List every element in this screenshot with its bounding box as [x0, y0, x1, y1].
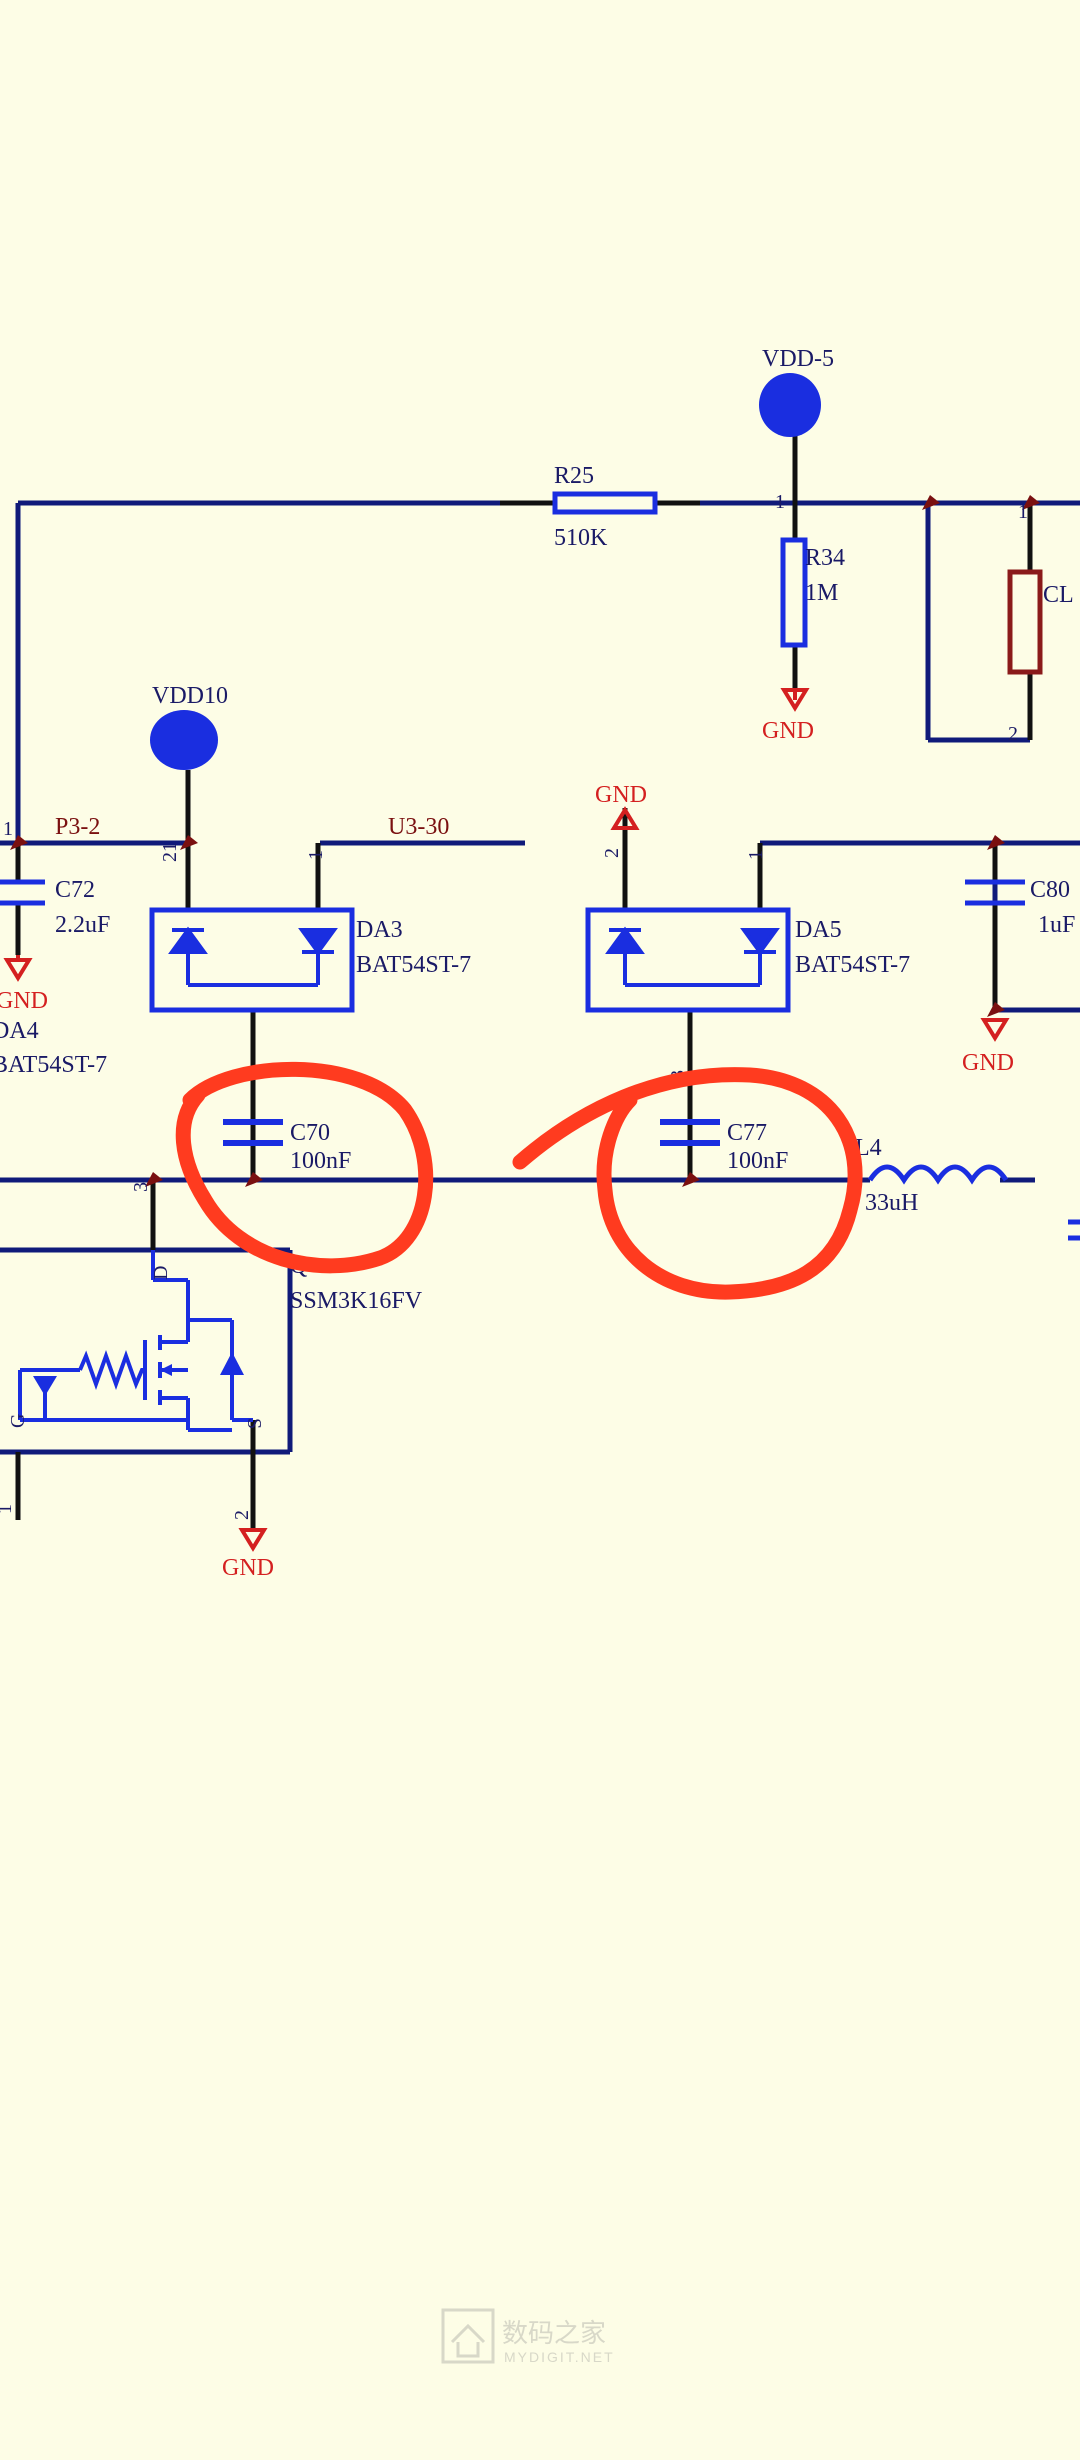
- resistor-r34: 1 R34 1M: [775, 491, 845, 648]
- annotations: [175, 1061, 863, 1300]
- r25-value: 510K: [554, 525, 608, 551]
- q-pin-g: G: [7, 1414, 29, 1428]
- component-cl: 1 2 CL: [1007, 501, 1074, 745]
- c77-ref: C77: [727, 1120, 767, 1146]
- diode-icon: [168, 926, 208, 954]
- gnd-c80: GND: [962, 1018, 1014, 1076]
- da3-pin21: 21: [159, 842, 181, 862]
- q-value: SSM3K16FV: [290, 1288, 423, 1314]
- gate-resistor-icon: [78, 1350, 145, 1390]
- da5-pin1: 1: [745, 850, 767, 860]
- capacitor-c70: C70 100nF: [223, 1119, 351, 1174]
- da4-value: BAT54ST-7: [0, 1052, 107, 1078]
- gnd-arrow-icon: [238, 1528, 268, 1552]
- gnd-label: GND: [762, 718, 814, 744]
- da5-ref: DA5: [795, 917, 842, 943]
- mosfet-q: 3 D G S 2 1 Q SSM3K16FV: [0, 1182, 423, 1520]
- da3-value: BAT54ST-7: [356, 952, 471, 978]
- gnd-label: GND: [222, 1555, 274, 1581]
- capacitor-c72: C72 2.2uF 1: [0, 818, 110, 938]
- annotation-circle-c70: [175, 1061, 434, 1274]
- gnd-label: GND: [595, 782, 647, 808]
- vdd10-circle: [150, 710, 218, 770]
- r25-ref: R25: [554, 463, 594, 489]
- diode-array-da3: 21 1 3 DA3 BAT54ST-7: [149, 842, 471, 1080]
- body-diode-icon: [220, 1352, 244, 1375]
- watermark: 数码之家 MYDIGIT.NET: [441, 2308, 615, 2365]
- gnd-c72: GND: [0, 955, 48, 1014]
- gnd-arrow-icon: [780, 688, 810, 712]
- c80-ref: C80: [1030, 877, 1070, 903]
- tvs-diode-icon: [33, 1376, 57, 1396]
- gnd-arrow-icon: [980, 1018, 1010, 1042]
- da3-pin1: 1: [305, 850, 327, 860]
- c72-pin: 1: [3, 818, 13, 840]
- q-pin-d: D: [150, 1266, 172, 1280]
- c70-ref: C70: [290, 1120, 330, 1146]
- channel-arrow-icon: [160, 1364, 172, 1376]
- watermark-text: 数码之家: [502, 2318, 606, 2348]
- annotation-circle-c77: [512, 1067, 863, 1300]
- cl-pin1: 1: [1018, 501, 1028, 523]
- q-pin1: 1: [0, 1504, 16, 1514]
- inductor-coil-icon: [867, 1164, 1009, 1185]
- c80-value: 1uF: [1038, 912, 1075, 938]
- gnd-q: GND: [222, 1528, 274, 1581]
- da5-pin2: 2: [601, 848, 623, 858]
- net-flags: [10, 495, 1040, 1187]
- net-label-u3-30: U3-30: [388, 814, 449, 840]
- da5-value: BAT54ST-7: [795, 952, 910, 978]
- gnd-r34: GND: [762, 688, 814, 744]
- q-pin2: 2: [231, 1510, 253, 1520]
- r34-pin1: 1: [775, 491, 785, 513]
- gnd-arrow-icon: [610, 806, 640, 830]
- vdd5-label: VDD-5: [762, 346, 834, 372]
- diode-icon: [605, 926, 645, 954]
- watermark-sub: MYDIGIT.NET: [504, 2349, 615, 2365]
- vdd5-power: VDD-5: [759, 346, 834, 437]
- diode-icon: [298, 928, 338, 956]
- c72-value: 2.2uF: [55, 912, 110, 938]
- c72-ref: C72: [55, 877, 95, 903]
- inductor-l4: L4 33uH: [855, 1135, 1080, 1241]
- diode-da4-label: DA4 BAT54ST-7: [0, 1018, 107, 1078]
- vdd10-power: VDD10: [150, 683, 228, 770]
- gnd-arrow-icon: [3, 958, 33, 982]
- watermark-logo-icon: [441, 2308, 495, 2364]
- q-pin-s: S: [243, 1418, 265, 1429]
- gnd-label: GND: [0, 988, 48, 1014]
- c77-value: 100nF: [727, 1148, 788, 1174]
- r34-ref: R34: [805, 545, 845, 571]
- vdd10-label: VDD10: [152, 683, 228, 709]
- q-pin3: 3: [130, 1182, 152, 1192]
- r34-value: 1M: [805, 580, 838, 606]
- capacitor-c80: C80 1uF: [965, 877, 1075, 938]
- c70-value: 100nF: [290, 1148, 351, 1174]
- diode-icon: [740, 928, 780, 956]
- cl-ref: CL: [1043, 582, 1074, 608]
- vdd5-circle: [759, 373, 821, 437]
- resistor-r25: R25 510K: [500, 463, 700, 551]
- cl-pin2: 2: [1008, 723, 1018, 745]
- diode-array-da5: 2 1 3 DA5 BAT54ST-7: [585, 848, 910, 1080]
- da3-ref: DA3: [356, 917, 403, 943]
- capacitor-c77: C77 100nF: [660, 1119, 788, 1174]
- gnd-da5-pin2: GND: [595, 782, 647, 830]
- l4-value: 33uH: [865, 1190, 918, 1216]
- da4-ref: DA4: [0, 1018, 39, 1044]
- gnd-label: GND: [962, 1050, 1014, 1076]
- wires: [0, 500, 1080, 1455]
- net-label-p3-2: P3-2: [55, 814, 100, 840]
